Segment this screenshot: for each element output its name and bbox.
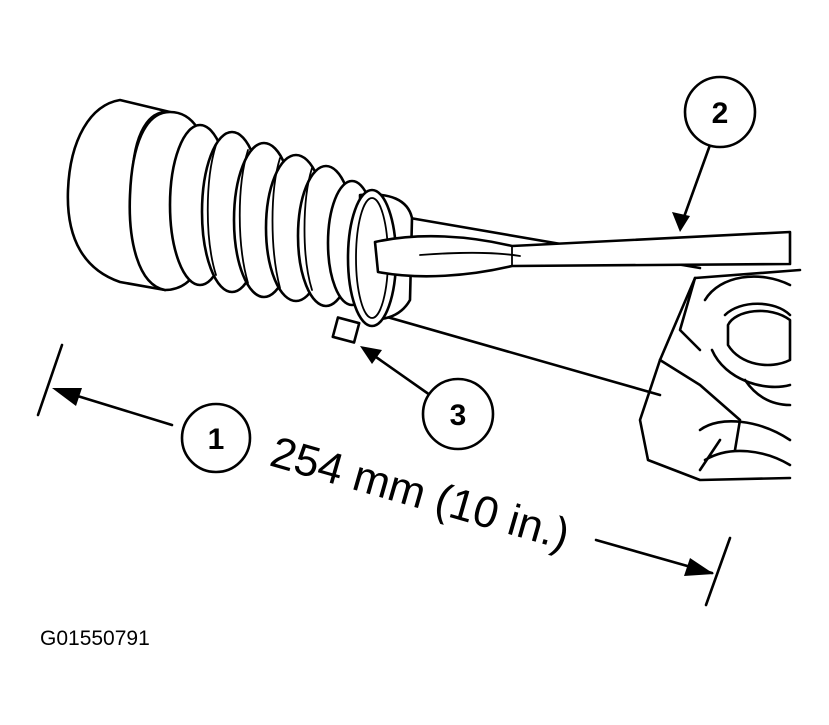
leader-line-2 bbox=[672, 143, 712, 232]
boot-clamp bbox=[331, 188, 398, 344]
leader-line-3 bbox=[360, 346, 432, 397]
dimension-text: 254 mm (10 in.) bbox=[265, 428, 575, 560]
callout-2: 2 bbox=[683, 75, 757, 149]
steering-gear-housing bbox=[378, 216, 802, 482]
callout-2-label: 2 bbox=[712, 97, 729, 130]
callout-3: 3 bbox=[421, 377, 495, 451]
steering-boot bbox=[66, 98, 414, 321]
callout-3-label: 3 bbox=[450, 399, 467, 432]
figure-id: G01550791 bbox=[40, 627, 150, 650]
screwdriver bbox=[373, 230, 792, 278]
callout-1: 1 bbox=[180, 402, 252, 474]
dimension-line bbox=[36, 343, 732, 607]
callout-1-label: 1 bbox=[208, 423, 225, 456]
